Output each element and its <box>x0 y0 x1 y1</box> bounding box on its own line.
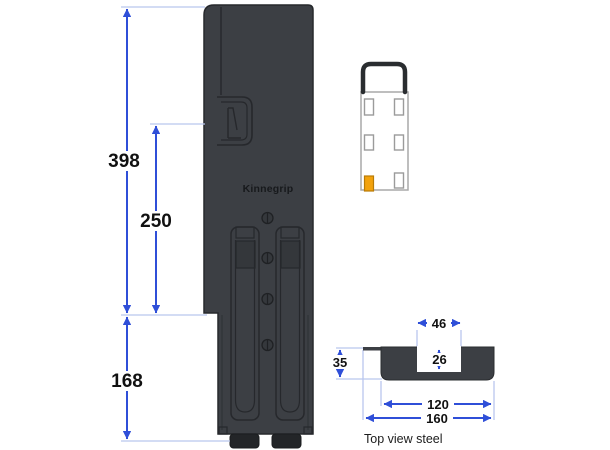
pin-slot <box>234 240 256 413</box>
dim-label-398: 398 <box>108 151 140 172</box>
label-plate <box>422 397 454 411</box>
pin-cap <box>280 226 300 239</box>
label-plate <box>330 355 351 369</box>
brand-label: Kinnegrip <box>243 183 294 195</box>
pin-slot <box>279 240 301 413</box>
latch-hook <box>217 96 253 146</box>
dim-label-46: 46 <box>432 316 446 331</box>
pin-window <box>235 240 256 269</box>
label-plate <box>106 151 143 171</box>
stake-pocket <box>393 172 405 189</box>
stake-pocket <box>393 98 405 116</box>
pin-cap <box>235 226 255 239</box>
side-view-drawing: Kinnegrip <box>203 4 314 449</box>
side-view-dimensions: 398 250 168 <box>106 6 230 442</box>
stake-pocket <box>363 134 375 151</box>
dim-label-168: 168 <box>111 371 143 392</box>
truck-cab <box>360 61 408 95</box>
foot-right <box>271 433 302 449</box>
label-plate <box>421 411 453 425</box>
steel-flange <box>363 347 383 351</box>
stake-pocket <box>363 98 375 116</box>
extension-lines <box>121 6 230 442</box>
dim-label-250: 250 <box>140 211 172 232</box>
corner-notch-left <box>218 426 228 435</box>
top-view-steel-drawing: 46 26 35 120 160 Top view steel <box>330 316 495 446</box>
stake-pocket <box>393 134 405 151</box>
hinge-pin-right <box>275 226 305 421</box>
lower-body-edge-lines <box>221 315 309 430</box>
position-marker <box>363 175 375 192</box>
label-plate <box>427 316 451 330</box>
extension-lines <box>336 330 495 420</box>
hinge-pin-left <box>230 226 260 421</box>
corner-notch-right <box>303 426 313 435</box>
label-plate <box>139 211 174 231</box>
dim-label-26: 26 <box>432 352 446 367</box>
mounting-screws <box>261 211 274 352</box>
label-plate <box>429 353 450 366</box>
pin-window <box>280 240 301 269</box>
label-plate <box>109 371 146 391</box>
dim-label-120: 120 <box>427 397 449 412</box>
dim-label-160: 160 <box>426 411 448 426</box>
stake-pockets <box>363 98 405 189</box>
top-view-caption: Top view steel <box>364 432 443 446</box>
truck-top-view-icon <box>360 61 409 192</box>
dim-label-35: 35 <box>333 355 347 370</box>
foot-left <box>229 433 260 449</box>
